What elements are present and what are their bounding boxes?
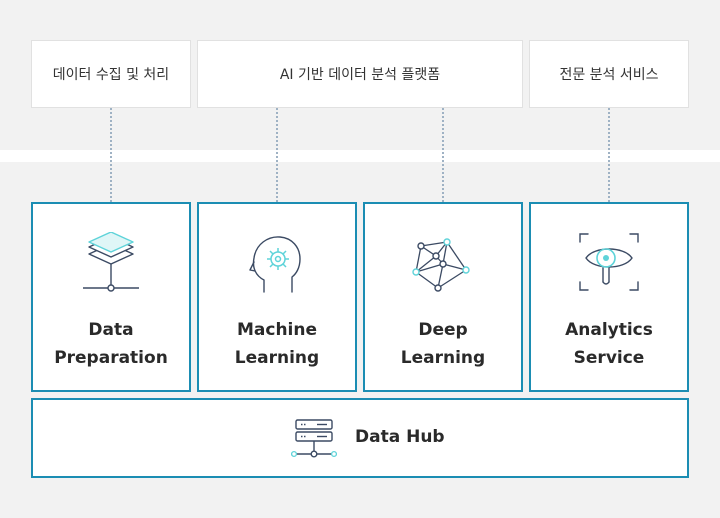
eye-scan-icon: [579, 233, 639, 291]
top-label-ai-platform: AI 기반 데이터 분석 플랫폼: [197, 40, 523, 108]
connector-line: [276, 108, 278, 202]
card-label-line2: Service: [573, 348, 645, 368]
card-label: Data Preparation: [33, 316, 189, 372]
card-label-line1: Machine: [236, 320, 318, 340]
card-machine-learning: Machine Learning: [197, 202, 357, 392]
top-label-text: AI 기반 데이터 분석 플랫폼: [279, 67, 441, 83]
connector-line: [442, 108, 444, 202]
connector-line: [110, 108, 112, 202]
card-label-line2: Learning: [400, 348, 486, 368]
card-label: Analytics Service: [531, 316, 687, 372]
card-label: Deep Learning: [365, 316, 521, 372]
connector-line: [608, 108, 610, 202]
top-label-text: 전문 분석 서비스: [559, 67, 659, 83]
card-label: Machine Learning: [199, 316, 355, 372]
neural-network-icon: [412, 238, 470, 292]
stacked-layers-icon: [83, 232, 139, 292]
top-label-expert-service: 전문 분석 서비스: [529, 40, 689, 108]
card-label-line1: Deep: [418, 320, 468, 340]
card-label-line2: Preparation: [54, 348, 168, 368]
card-label-line2: Learning: [234, 348, 320, 368]
card-data-preparation: Data Preparation: [31, 202, 191, 392]
data-hub-box: Data Hub: [31, 398, 689, 478]
brain-gear-head-icon: [249, 236, 301, 293]
top-label-text: 데이터 수집 및 처리: [52, 67, 170, 83]
top-label-data-collection: 데이터 수집 및 처리: [31, 40, 191, 108]
card-label-line1: Data: [88, 320, 134, 340]
card-label-line1: Analytics: [565, 320, 653, 340]
server-stack-icon: [291, 419, 337, 458]
card-analytics-service: Analytics Service: [529, 202, 689, 392]
data-hub-label: Data Hub: [355, 427, 445, 447]
card-deep-learning: Deep Learning: [363, 202, 523, 392]
